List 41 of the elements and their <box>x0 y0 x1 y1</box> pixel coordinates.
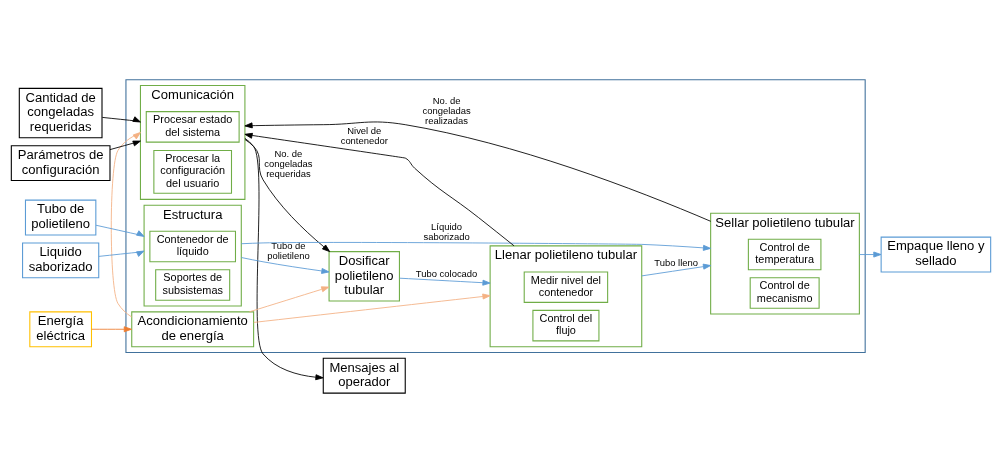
node-box: Cantidad de congeladas requeridas <box>18 87 103 138</box>
arrow <box>858 251 882 257</box>
node-box: Energía eléctrica <box>29 310 93 347</box>
arrow <box>240 241 712 251</box>
arrow <box>95 224 145 237</box>
node-box: Control del flujo <box>532 309 600 341</box>
arrow <box>240 256 330 274</box>
node-box: Parámetros de configuración <box>10 144 111 181</box>
arrow <box>109 140 141 150</box>
arrow <box>91 325 132 332</box>
arrow <box>244 121 712 222</box>
arrow <box>641 263 712 276</box>
arrow <box>399 277 491 286</box>
node-box: Control de mecanismo <box>749 276 820 309</box>
edge-label: Tubo de polietileno <box>267 239 310 261</box>
arrow <box>248 285 330 312</box>
node-box: Liquido saborizado <box>22 241 100 278</box>
node-box: Empaque lleno y sellado <box>880 236 992 272</box>
node-box: Medir nivel del contenedor <box>523 270 609 303</box>
arrow <box>110 131 141 317</box>
node-box: Tubo de polietileno <box>24 199 97 235</box>
edge-label: Líquido saborizado <box>423 220 470 242</box>
arrow <box>244 132 515 246</box>
node-box: Control de temperatura <box>747 238 822 270</box>
arrow <box>244 137 324 380</box>
edge-label: Tubo colocado <box>415 267 478 279</box>
node-box: Acondicionamiento de energía <box>131 310 255 347</box>
node-box: Mensajes al operador <box>322 357 406 394</box>
node-box: Dosificar polietileno tubular <box>328 250 400 301</box>
edge-label: Tubo lleno <box>654 256 699 268</box>
edge-label: Nivel de contenedor <box>340 124 388 146</box>
arrow <box>244 138 331 252</box>
edge-label: No. de congeladas requeridas <box>264 147 313 179</box>
node-box: Contenedor de líquido <box>149 230 237 262</box>
node-box: Soportes de subsistemas <box>155 268 231 301</box>
arrow <box>98 250 145 257</box>
node-box: Procesar estado del sistema <box>145 110 240 143</box>
arrow <box>253 293 491 323</box>
edge-label: No. de congeladas realizadas <box>422 94 471 126</box>
arrow <box>101 115 141 122</box>
node-box: Procesar la configuración del usuario <box>153 149 233 194</box>
